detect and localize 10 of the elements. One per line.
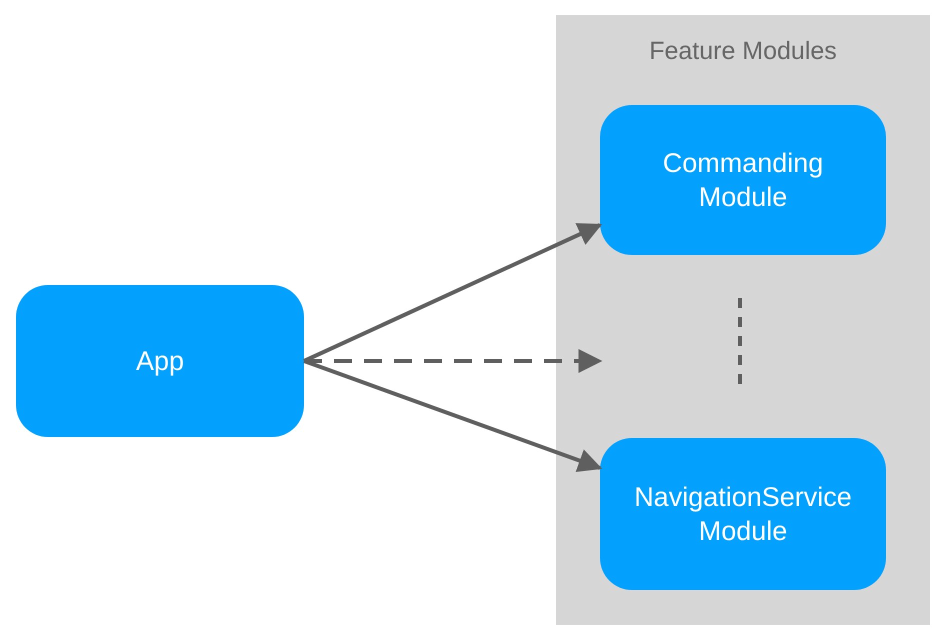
- module-name: Commanding Module: [662, 147, 824, 214]
- arrow: [303, 359, 602, 472]
- arrow: [303, 223, 602, 363]
- module-box: [600, 438, 886, 590]
- module-group-panel: [556, 15, 930, 625]
- group-title: Feature Modules: [649, 37, 837, 66]
- app-box: [16, 285, 304, 437]
- module-box: [600, 105, 886, 255]
- module-name: NavigationService Module: [633, 481, 853, 548]
- module-name: App: [136, 345, 184, 378]
